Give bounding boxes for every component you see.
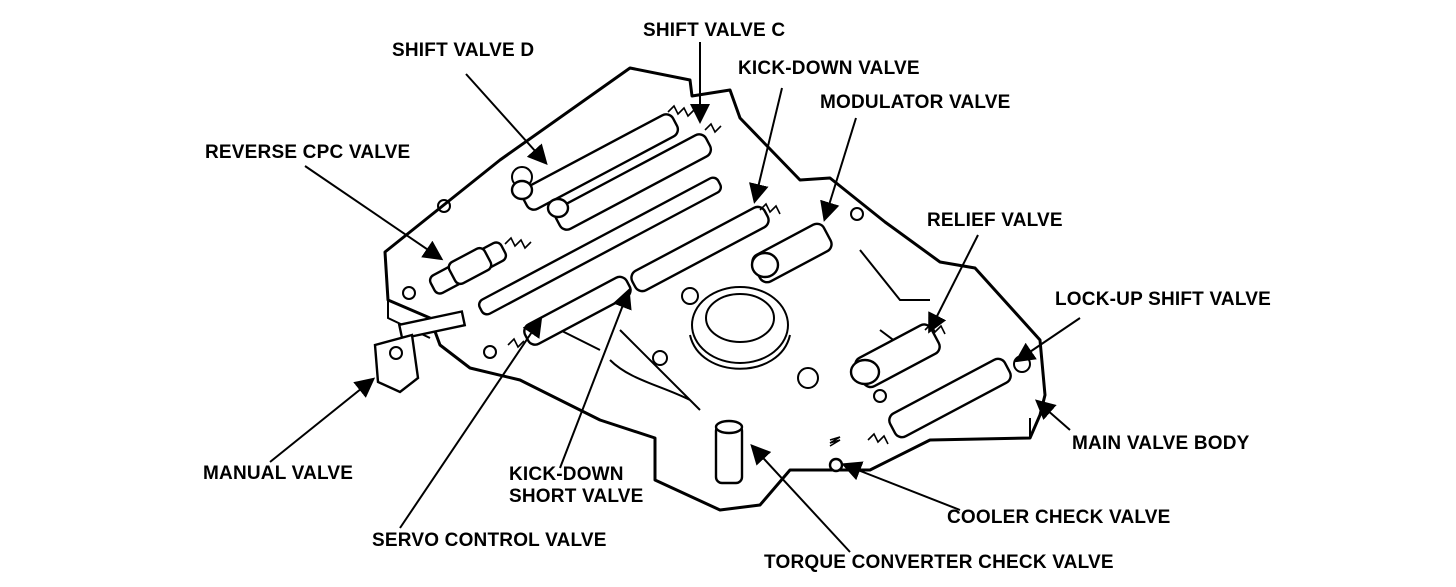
leader-reverse-cpc-valve — [304, 165, 444, 261]
manual-valve-handle — [373, 333, 420, 394]
modulator-valve — [750, 222, 833, 284]
leader-kick-down-short-valve — [559, 288, 632, 469]
leader-modulator-valve — [820, 117, 857, 222]
leader-shift-valve-d — [465, 73, 548, 165]
label-reverse-cpc-valve: REVERSE CPC VALVE — [205, 142, 411, 163]
lock-up-shift-valve — [867, 357, 1012, 445]
leader-relief-valve — [928, 234, 979, 334]
leader-servo-control-valve — [399, 316, 543, 529]
label-torque-converter-check-valve: TORQUE CONVERTER CHECK VALVE — [764, 552, 1114, 573]
label-relief-valve: RELIEF VALVE — [927, 210, 1063, 231]
leader-lock-up-shift-valve — [1014, 317, 1081, 363]
reverse-cpc-valve — [428, 236, 532, 295]
label-modulator-valve: MODULATOR VALVE — [820, 92, 1011, 113]
torque-converter-check-valve — [714, 419, 744, 485]
label-shift-valve-d: SHIFT VALVE D — [392, 40, 535, 61]
label-cooler-check-valve: COOLER CHECK VALVE — [947, 507, 1171, 528]
leader-main-valve-body — [1034, 399, 1071, 431]
kick-down-valve — [630, 202, 781, 293]
label-manual-valve: MANUAL VALVE — [203, 463, 354, 484]
leader-torque-converter-check-valve — [750, 444, 851, 553]
central-bore — [691, 286, 789, 364]
label-kick-down-valve: KICK-DOWN VALVE — [738, 58, 920, 79]
leader-cooler-check-valve — [841, 461, 961, 511]
label-kick-down-short-valve-line2: SHORT VALVE — [509, 486, 644, 507]
label-lock-up-shift-valve: LOCK-UP SHIFT VALVE — [1055, 289, 1271, 310]
label-shift-valve-c: SHIFT VALVE C — [643, 20, 786, 41]
shift-valve-d — [510, 104, 695, 211]
cooler-check-valve — [828, 436, 844, 473]
label-kick-down-short-valve-line1: KICK-DOWN — [509, 464, 624, 485]
shift-valve-c — [546, 122, 722, 231]
label-servo-control-valve: SERVO CONTROL VALVE — [372, 530, 607, 551]
label-main-valve-body: MAIN VALVE BODY — [1072, 433, 1250, 454]
leader-manual-valve — [269, 377, 376, 463]
leader-kick-down-valve — [749, 87, 783, 204]
